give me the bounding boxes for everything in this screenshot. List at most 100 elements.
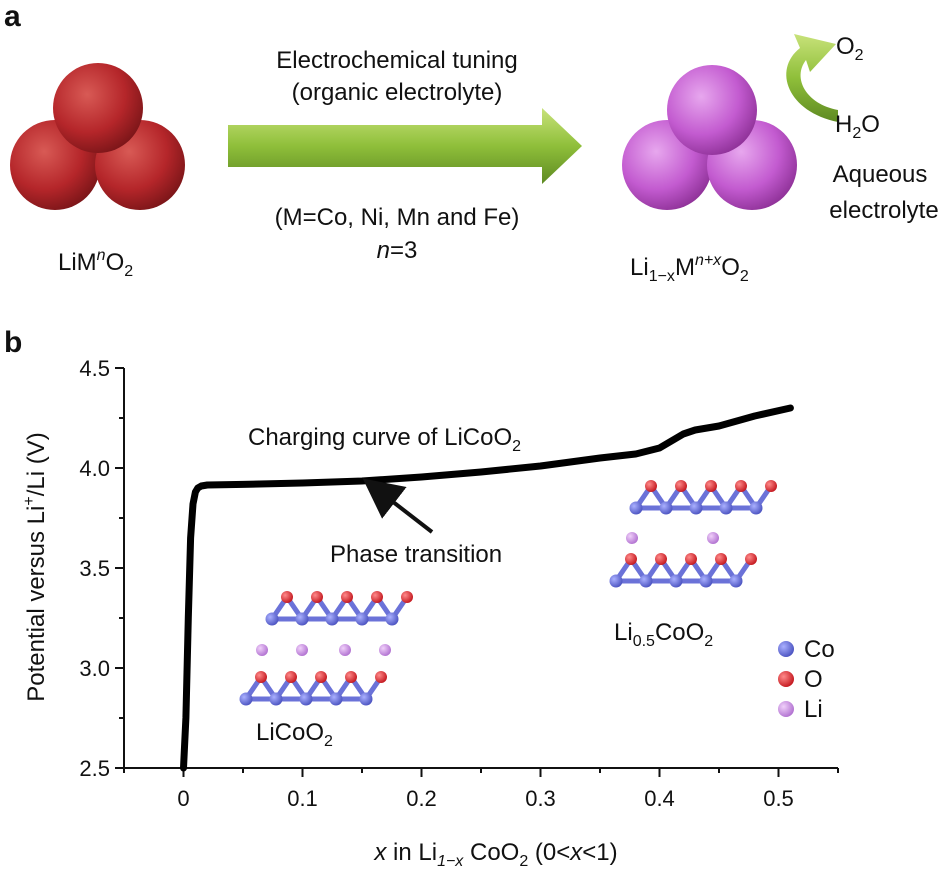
data-point bbox=[680, 431, 687, 437]
cobalt-atom bbox=[639, 574, 653, 588]
x-tick-label: 0.4 bbox=[644, 786, 675, 811]
charging-curve-line bbox=[180, 404, 794, 772]
cobalt-atom bbox=[659, 501, 673, 515]
struct-left-label: LiCoO2 bbox=[256, 719, 333, 750]
data-point bbox=[537, 463, 544, 469]
purple-spheres bbox=[622, 65, 797, 210]
licoo2-structure bbox=[239, 591, 413, 706]
aqueous-label: Aqueous bbox=[833, 161, 928, 188]
cobalt-atom bbox=[749, 501, 763, 515]
oxygen-atom bbox=[685, 553, 697, 565]
oxygen-atom bbox=[655, 553, 667, 565]
arrow-text-bottom-2: n=3 bbox=[377, 237, 418, 264]
data-point bbox=[418, 474, 425, 480]
oxygen-atom bbox=[281, 591, 293, 603]
oxygen-atom bbox=[675, 480, 687, 492]
data-point bbox=[190, 501, 196, 507]
cobalt-atom bbox=[299, 692, 313, 706]
cobalt-atom bbox=[629, 501, 643, 515]
oxygen-atom bbox=[745, 553, 757, 565]
electrolyte-label: electrolyte bbox=[829, 197, 938, 224]
cobalt-atom bbox=[329, 692, 343, 706]
data-point bbox=[185, 615, 192, 621]
data-point bbox=[716, 423, 722, 429]
oxygen-atom bbox=[315, 671, 327, 683]
curved-green-arrow bbox=[786, 34, 838, 122]
x-tick-label: 0.3 bbox=[525, 786, 556, 811]
chart-series bbox=[180, 404, 794, 772]
oxygen-atom bbox=[765, 480, 777, 492]
oxygen-atom bbox=[645, 480, 657, 492]
x-tick-label: 0.1 bbox=[287, 786, 318, 811]
lithium-atom bbox=[296, 644, 308, 656]
oxygen-atom bbox=[311, 591, 323, 603]
left-formula: LiMnO2 bbox=[58, 247, 133, 280]
right-formula: Li1−xMn+xO2 bbox=[630, 252, 749, 285]
lithium-atom bbox=[379, 644, 391, 656]
oxygen-atom bbox=[371, 591, 383, 603]
data-point bbox=[787, 405, 794, 411]
legend-co-label: Co bbox=[804, 636, 835, 663]
lithium-atom bbox=[626, 532, 638, 544]
oxygen-atom bbox=[715, 553, 727, 565]
data-point bbox=[240, 481, 246, 488]
struct-right-label: Li0.5CoO2 bbox=[614, 619, 713, 650]
red-spheres bbox=[10, 63, 185, 210]
legend-o-marker bbox=[778, 671, 794, 687]
data-point bbox=[359, 478, 365, 484]
cobalt-atom bbox=[689, 501, 703, 515]
cobalt-atom bbox=[609, 574, 623, 588]
lithium-atom bbox=[707, 532, 719, 544]
lithium-atom bbox=[339, 644, 351, 656]
data-point bbox=[597, 455, 603, 461]
y-axis-label: Potential versus Li+/Li (V) bbox=[21, 432, 50, 701]
o2-label: O2 bbox=[836, 33, 864, 64]
cobalt-atom bbox=[699, 574, 713, 588]
data-point bbox=[692, 427, 699, 433]
oxygen-atom bbox=[345, 671, 357, 683]
y-tick-label: 4.5 bbox=[79, 356, 110, 381]
data-point bbox=[632, 451, 639, 457]
y-tick-label: 3.5 bbox=[79, 556, 110, 581]
data-point bbox=[187, 535, 194, 541]
data-point bbox=[198, 483, 205, 489]
oxygen-atom bbox=[375, 671, 387, 683]
cobalt-atom bbox=[359, 692, 373, 706]
oxygen-atom bbox=[735, 480, 747, 492]
x-tick-label: 0 bbox=[177, 786, 189, 811]
y-tick-label: 4.0 bbox=[79, 456, 110, 481]
oxygen-atom bbox=[341, 591, 353, 603]
cobalt-atom bbox=[729, 574, 743, 588]
cobalt-atom bbox=[325, 612, 339, 626]
cobalt-atom bbox=[239, 692, 253, 706]
arrow-text-top-2: (organic electrolyte) bbox=[292, 79, 503, 106]
cobalt-atom bbox=[355, 612, 369, 626]
curve-label: Charging curve of LiCoO2 bbox=[248, 424, 521, 455]
cobalt-atom bbox=[719, 501, 733, 515]
panel-a-label: a bbox=[4, 0, 21, 33]
legend-li-marker bbox=[778, 701, 794, 717]
legend-li-label: Li bbox=[804, 696, 823, 723]
arrow-text-top-1: Electrochemical tuning bbox=[276, 47, 517, 74]
data-point bbox=[182, 715, 189, 721]
data-point bbox=[204, 482, 211, 488]
li05coo2-structure bbox=[609, 480, 777, 588]
legend-o-label: O bbox=[804, 666, 823, 693]
y-tick-label: 3.0 bbox=[79, 656, 110, 681]
panel-b-label: b bbox=[4, 326, 22, 359]
cobalt-atom bbox=[385, 612, 399, 626]
data-point bbox=[751, 413, 758, 419]
cobalt-atom bbox=[269, 692, 283, 706]
legend: Co O Li bbox=[778, 636, 835, 723]
data-point bbox=[299, 480, 306, 486]
h2o-label: H2O bbox=[835, 111, 880, 142]
legend-co-marker bbox=[778, 641, 794, 657]
x-axis-label: x in Li1−x CoO2 (0<x<1) bbox=[373, 839, 617, 870]
phase-transition-label: Phase transition bbox=[330, 541, 502, 568]
cobalt-atom bbox=[265, 612, 279, 626]
y-tick-label: 2.5 bbox=[79, 756, 110, 781]
data-point bbox=[180, 765, 187, 771]
oxygen-atom bbox=[285, 671, 297, 683]
